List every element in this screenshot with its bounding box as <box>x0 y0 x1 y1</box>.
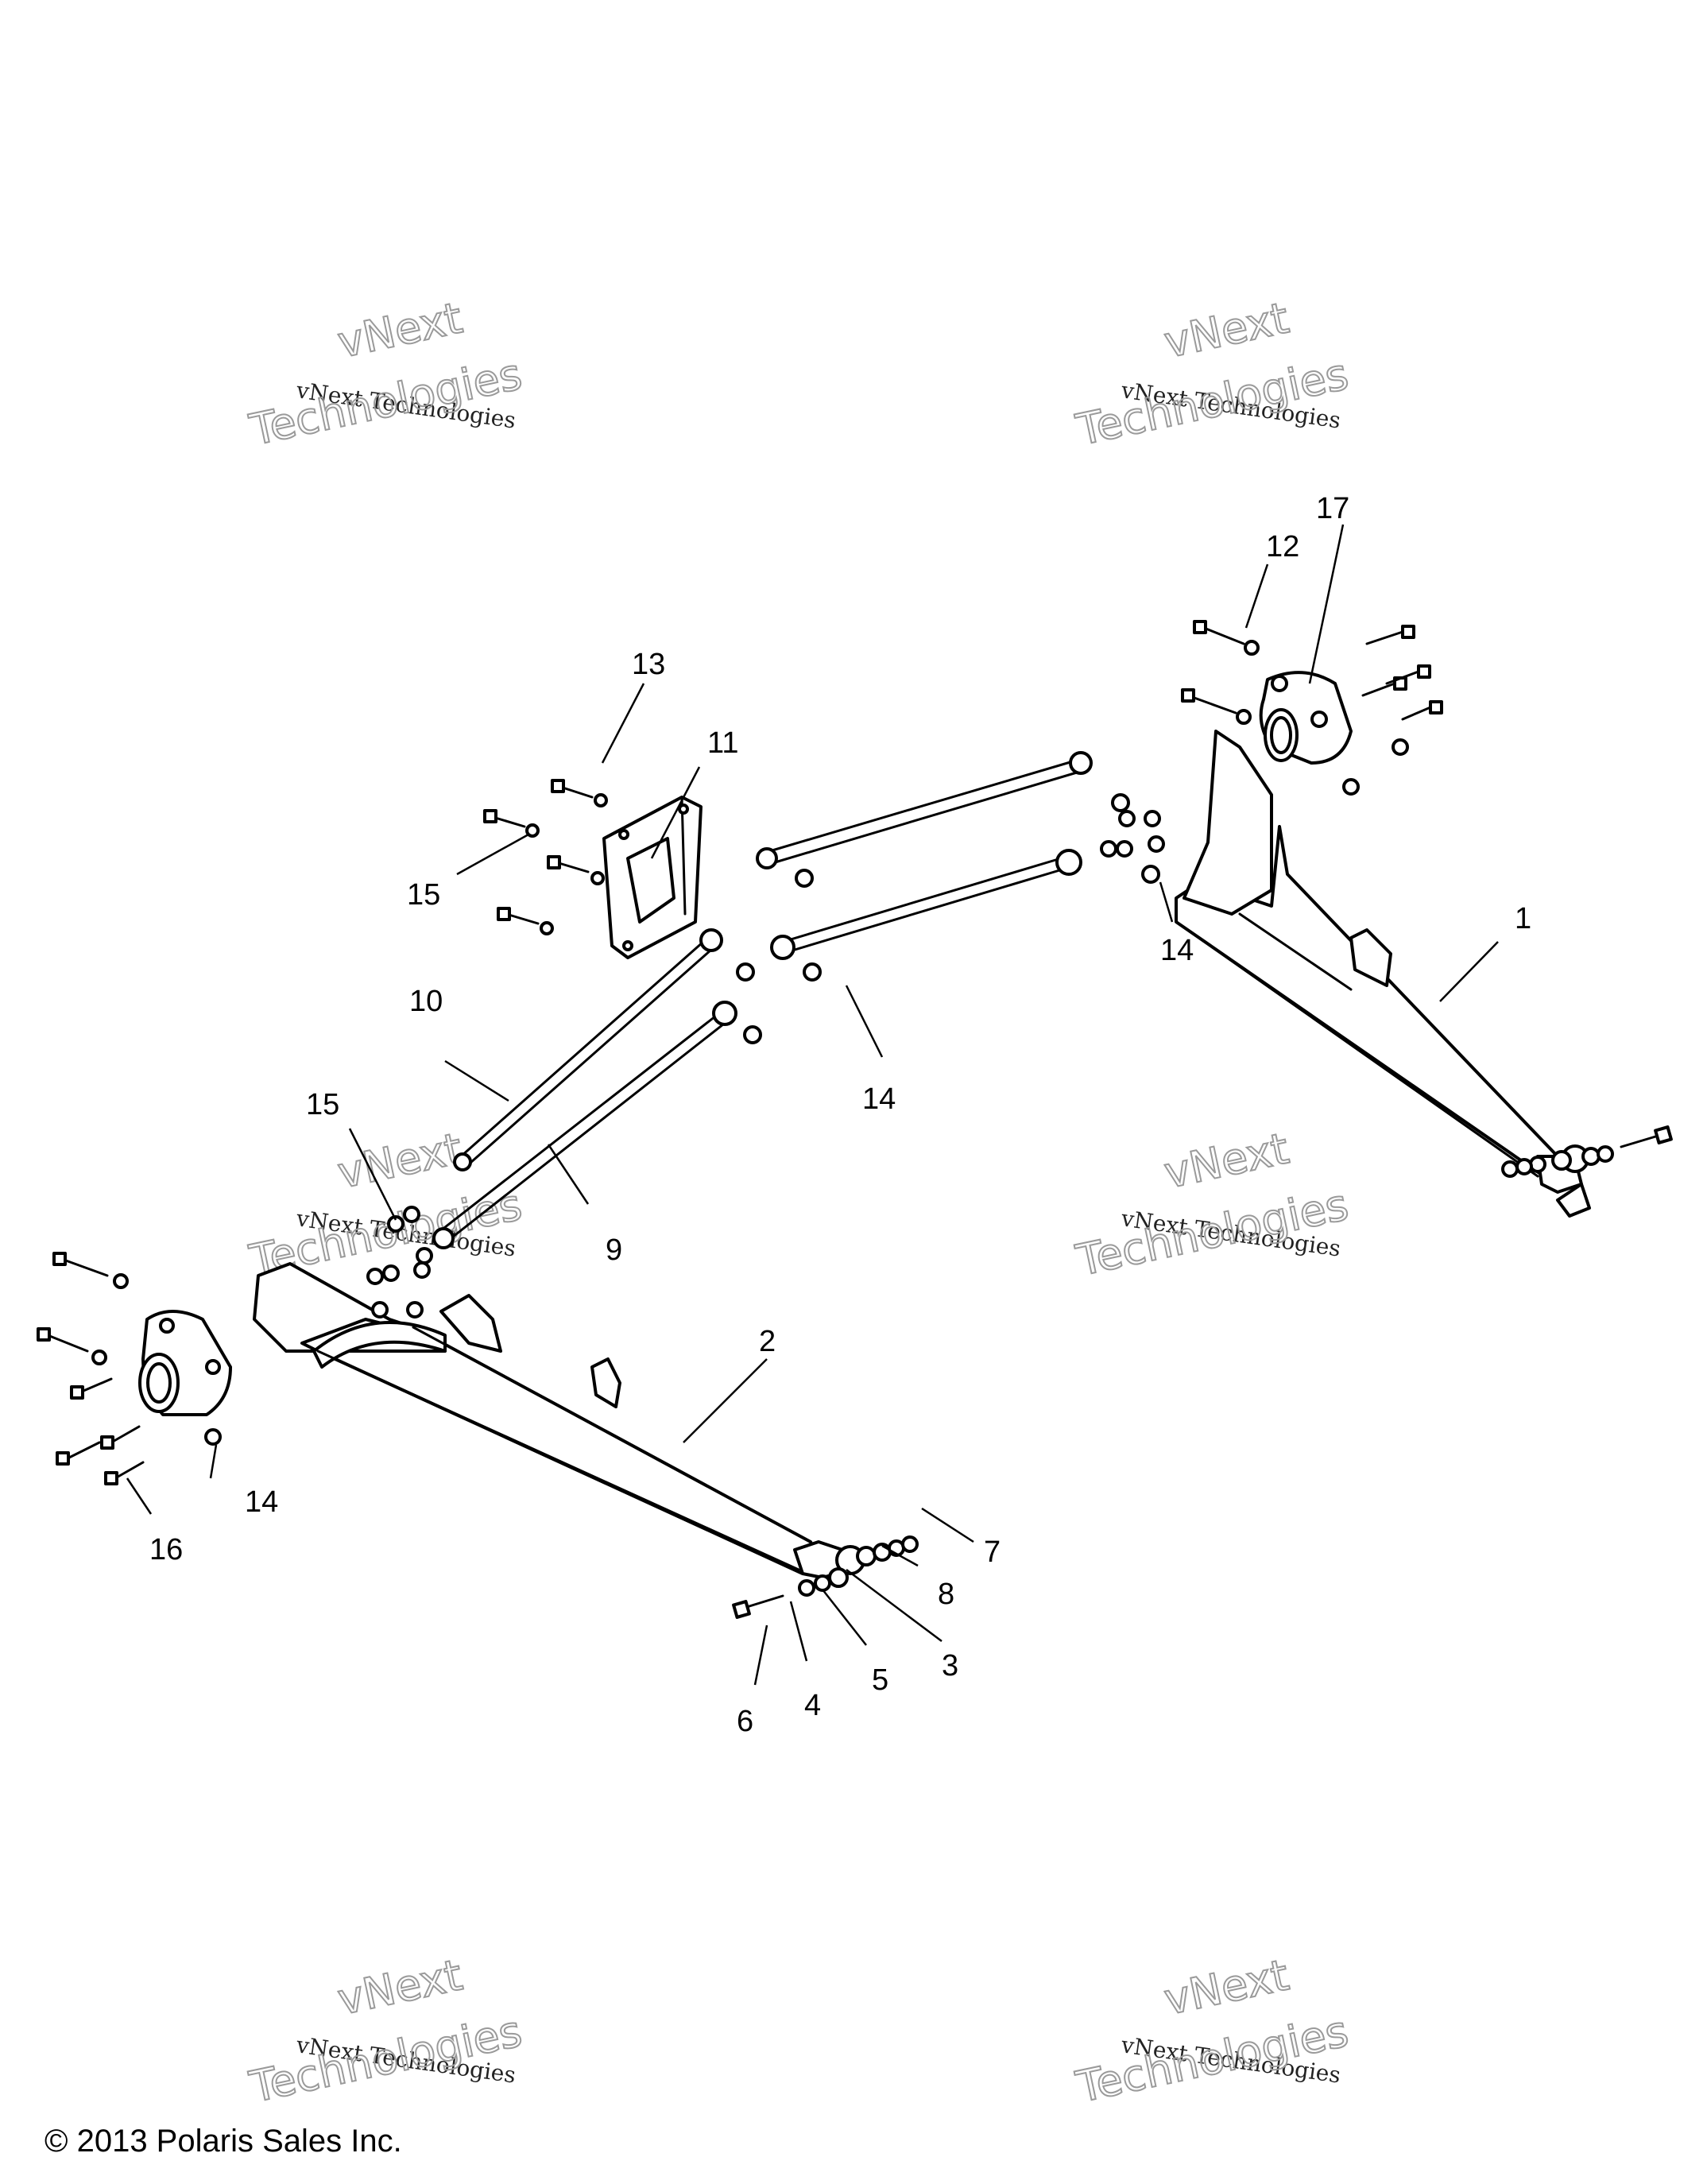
svg-text:Technologies: Technologies <box>1072 349 1353 455</box>
svg-text:vNext: vNext <box>1160 292 1293 367</box>
copyright-notice: © 2013 Polaris Sales Inc. <box>45 2124 402 2159</box>
callout-6: 6 <box>737 1705 753 1738</box>
trailing-arm-right <box>1175 730 1591 1218</box>
trailing-arm-left <box>253 1262 852 1579</box>
callout-8: 8 <box>938 1578 954 1611</box>
svg-text:vNext: vNext <box>334 292 466 367</box>
svg-text:vNext: vNext <box>1160 1950 1293 2024</box>
callout-7: 7 <box>984 1535 1001 1569</box>
bolts-left-knuckle <box>37 1252 222 1485</box>
bushing-stack-left <box>798 1535 919 1597</box>
nut-group-center <box>736 793 1165 1044</box>
callout-14-left: 14 <box>245 1485 278 1519</box>
callout-9: 9 <box>606 1233 622 1267</box>
nut-group-left <box>366 1206 433 1319</box>
bolt-right-arm <box>1620 1125 1673 1148</box>
callout-15-upper: 15 <box>407 878 440 912</box>
watermark-middle-left: vNext vNext Technologies Technologies <box>245 1122 527 1287</box>
svg-text:Technologies: Technologies <box>246 2006 526 2112</box>
bolts-right-knuckle <box>1181 620 1443 796</box>
watermark-top-left: vNext vNext Technologies Technologies <box>245 292 527 456</box>
callout-4: 4 <box>804 1689 821 1722</box>
callout-1: 1 <box>1515 902 1531 935</box>
callout-15-lower: 15 <box>306 1088 339 1121</box>
callout-3: 3 <box>942 1649 958 1683</box>
callout-12: 12 <box>1266 530 1299 563</box>
bushing-stack-right <box>1501 1144 1614 1178</box>
callout-16: 16 <box>149 1533 183 1566</box>
radius-rod-9 <box>432 1001 737 1249</box>
callout-14-right: 14 <box>1160 934 1194 967</box>
callout-5: 5 <box>872 1663 888 1697</box>
radius-rod-upper-right <box>756 751 1093 869</box>
svg-text:vNext: vNext <box>1160 1123 1293 1198</box>
watermark-bottom-right: vNext vNext Technologies Technologies <box>1071 1949 1353 2113</box>
svg-text:Technologies: Technologies <box>1072 2006 1353 2112</box>
bearing-carrier-right-17 <box>1259 671 1353 765</box>
callout-2: 2 <box>759 1325 776 1358</box>
svg-text:Technologies: Technologies <box>1072 1179 1353 1286</box>
mounting-bracket-11 <box>602 796 703 959</box>
watermark-bottom-left: vNext vNext Technologies Technologies <box>245 1949 527 2113</box>
svg-text:Technologies: Technologies <box>246 349 526 455</box>
radius-rod-lower-right <box>770 849 1082 960</box>
leader-lines <box>126 524 1499 1686</box>
bearing-carrier-left <box>138 1310 232 1416</box>
watermark-top-right: vNext vNext Technologies Technologies <box>1071 292 1353 456</box>
radius-rod-10 <box>453 928 723 1171</box>
callout-17: 17 <box>1316 492 1349 525</box>
bolt-13 <box>551 779 608 807</box>
watermark-middle-right: vNext vNext Technologies Technologies <box>1071 1122 1353 1287</box>
svg-text:vNext: vNext <box>334 1950 466 2024</box>
bolt-left-arm <box>732 1594 784 1619</box>
callout-10: 10 <box>409 985 443 1018</box>
callout-11: 11 <box>707 726 738 760</box>
callout-14-center: 14 <box>862 1082 896 1116</box>
callout-13: 13 <box>632 648 665 681</box>
bolt-15-upper <box>483 809 605 935</box>
